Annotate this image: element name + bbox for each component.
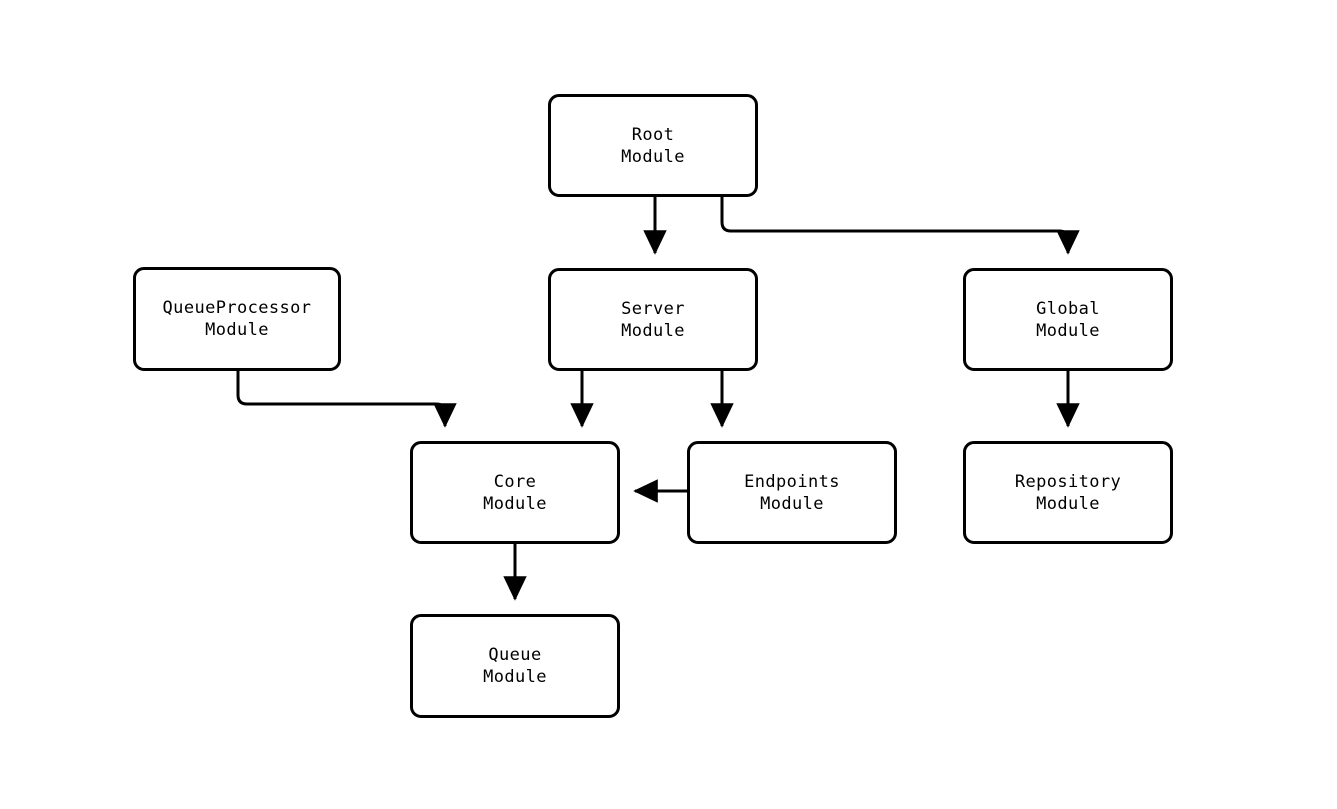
node-label-line1: QueueProcessor <box>162 298 312 318</box>
node-core-module[interactable]: Core Module <box>410 441 620 544</box>
node-label-line1: Queue <box>488 645 542 665</box>
node-label-line1: Server <box>621 298 685 319</box>
node-label-line2: Module <box>483 667 547 687</box>
edge-queueprocessor-to-core <box>236 371 457 428</box>
node-server-module[interactable]: Server Module <box>548 268 758 371</box>
node-label-line1: Repository <box>1014 471 1122 492</box>
node-repository-module[interactable]: Repository Module <box>963 441 1173 544</box>
node-root-module[interactable]: Root Module <box>548 94 758 197</box>
node-label-line1: Global <box>1036 298 1100 319</box>
node-label-line2: Module <box>483 493 547 514</box>
node-label-line1: Root <box>631 124 675 145</box>
node-label-line1: Core <box>493 471 537 492</box>
node-label-line2: Module <box>621 320 685 341</box>
node-endpoints-module[interactable]: Endpoints Module <box>687 441 897 544</box>
edge-root-to-global <box>720 197 1080 255</box>
node-label-line2: Module <box>205 320 269 340</box>
node-label-line1: Endpoints <box>744 471 840 492</box>
node-label-line2: Module <box>621 146 685 167</box>
node-label-line2: Module <box>1036 493 1100 514</box>
node-label-line2: Module <box>1036 320 1100 341</box>
node-queueprocessor-module[interactable]: QueueProcessor Module <box>133 267 341 371</box>
node-global-module[interactable]: Global Module <box>963 268 1173 371</box>
node-label-line2: Module <box>760 493 824 514</box>
node-queue-module[interactable]: Queue Module <box>410 614 620 718</box>
